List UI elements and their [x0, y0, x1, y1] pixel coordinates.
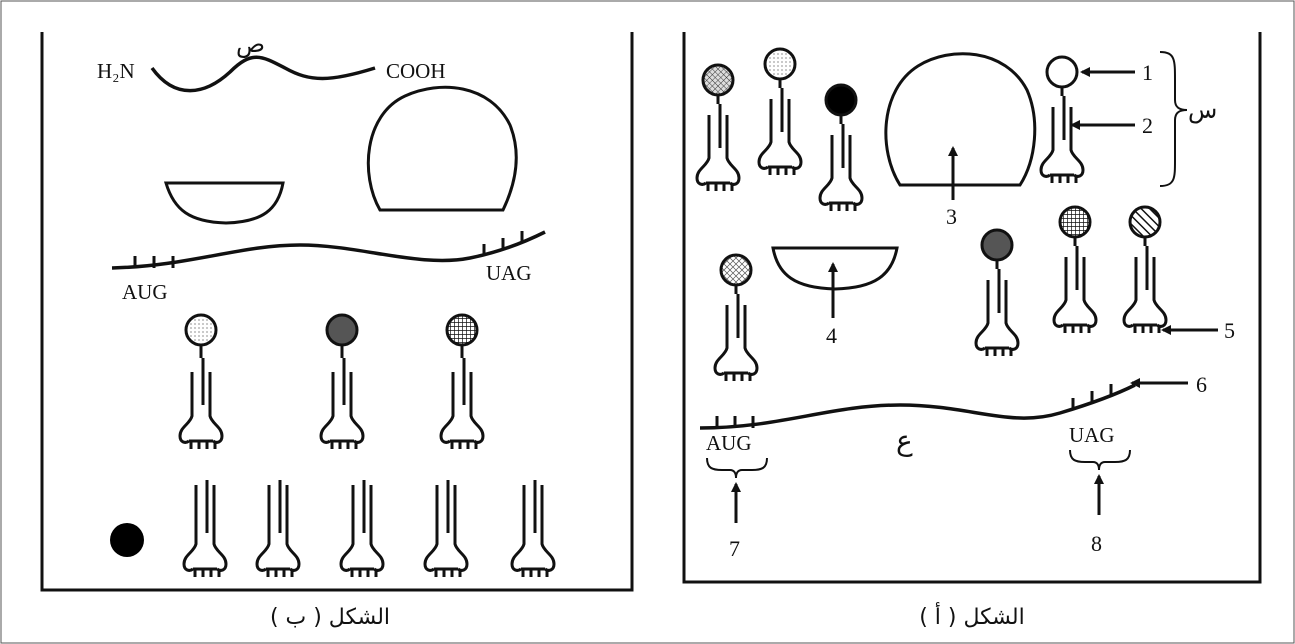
figure-a-frame [682, 32, 1262, 584]
protein-chain [150, 55, 376, 93]
stop-codon-label: UAG [1069, 423, 1115, 447]
mrna-strand [111, 230, 546, 270]
trna-striped [1122, 205, 1168, 333]
figure-b-frame [40, 32, 634, 592]
trna-dark-gray [974, 228, 1020, 356]
figure-b-caption: الشكل ( ب ) [270, 605, 390, 630]
stop-codon-brace [1069, 449, 1131, 471]
callout-7: 7 [729, 536, 740, 561]
trna-crossed [713, 253, 759, 381]
start-codon-label: AUG [706, 431, 752, 455]
figure-a-caption: الشكل ( أ ) [919, 602, 1025, 630]
callout-3: 3 [946, 204, 957, 229]
trna-checkered [1052, 205, 1098, 333]
ribosome-small-subunit [163, 181, 285, 225]
trna-hatched [695, 63, 741, 191]
figure-a: 3 1 2 س 4 5 [682, 32, 1262, 630]
charged-trna-dotted [178, 313, 224, 449]
trna-dotted [757, 47, 803, 175]
mrna-start-teeth [715, 416, 755, 428]
bracket-label: س [1188, 96, 1217, 124]
mrna-stop-teeth [482, 231, 524, 256]
callout-1: 1 [1142, 60, 1153, 85]
free-trna [423, 480, 469, 577]
callout-4: 4 [826, 323, 837, 348]
protein-c-terminus: COOH [386, 59, 446, 83]
free-amino-acid [110, 523, 144, 557]
callout-5: 5 [1224, 318, 1235, 343]
callout-2: 2 [1142, 113, 1153, 138]
mrna-start-teeth [133, 256, 175, 268]
ribosome-large-subunit [884, 52, 1037, 187]
free-trna [339, 480, 385, 577]
charged-trna-checkered [439, 313, 485, 449]
start-codon-label: AUG [122, 280, 168, 304]
callout-6: 6 [1196, 372, 1207, 397]
trna-white-labeled [1039, 55, 1085, 183]
protein-label: ص [236, 30, 265, 58]
free-trna [255, 480, 301, 577]
callout-8: 8 [1091, 531, 1102, 556]
free-trna [182, 480, 228, 577]
ribosome-small-subunit [771, 246, 899, 291]
ribosome-large-subunit [366, 85, 518, 212]
trna-black [818, 83, 864, 211]
mrna-stop-teeth [1071, 384, 1113, 410]
mrna-label: ع [896, 424, 913, 457]
free-trna [510, 480, 556, 577]
start-codon-brace [706, 457, 768, 479]
charged-trna-dark-gray [319, 313, 365, 449]
protein-n-terminus: H₂N [97, 59, 135, 83]
mrna-strand [699, 383, 1136, 430]
bracket-s [1159, 51, 1188, 187]
stop-codon-label: UAG [486, 261, 532, 285]
figure-b: H₂N ص COOH AUG UAG [40, 30, 634, 630]
